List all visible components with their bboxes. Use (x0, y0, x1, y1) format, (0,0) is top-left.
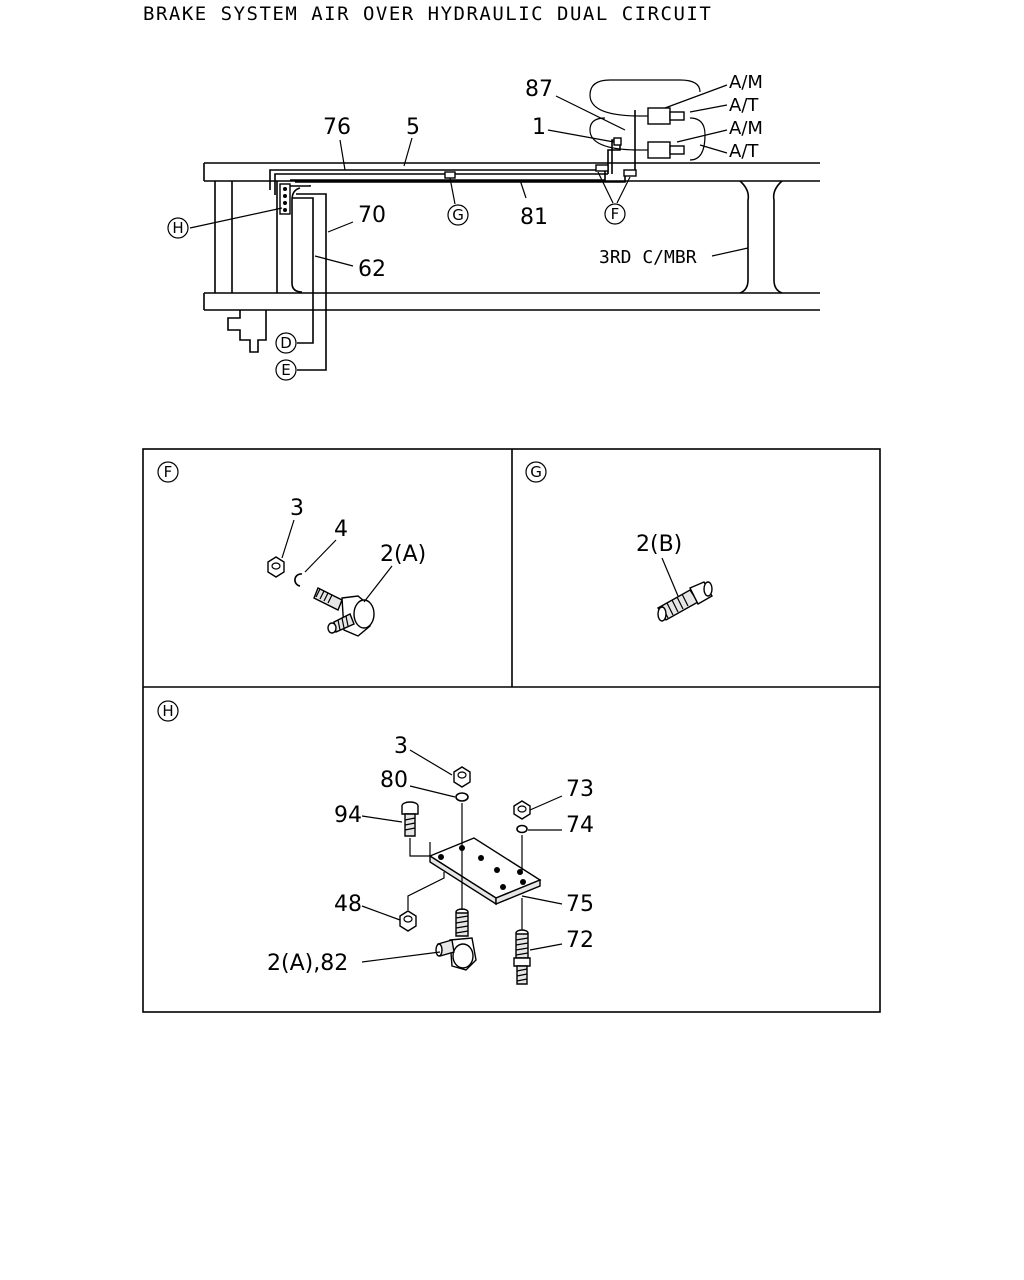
tee-fitting-icon (313, 587, 375, 637)
svg-text:D: D (280, 334, 292, 352)
panel-h-label-94: 94 (334, 803, 362, 828)
label-3rd-cross-member: 3RD C/MBR (599, 247, 697, 268)
tee-fitting-icon (435, 908, 477, 971)
panel-h-label-80: 80 (380, 768, 408, 793)
lock-washer-icon (294, 573, 303, 587)
diagram-title: BRAKE SYSTEM AIR OVER HYDRAULIC DUAL CIR… (143, 3, 713, 25)
nut-icon (453, 766, 471, 788)
panel-g-callout: G (525, 461, 547, 483)
callout-f[interactable]: F (604, 203, 626, 225)
panel-g-label-2b: 2(B) (636, 532, 682, 557)
callout-e[interactable]: E (275, 359, 297, 381)
label-am-1: A/M (729, 72, 763, 93)
relay-valves (547, 79, 728, 161)
svg-text:H: H (162, 702, 173, 720)
main-leader-lines (189, 137, 749, 267)
brake-pipes (269, 110, 637, 371)
lock-washer-icon (455, 792, 469, 802)
panel-g: G 2(B) (525, 461, 713, 622)
callout-g[interactable]: G (447, 204, 469, 226)
callout-h[interactable]: H (167, 217, 189, 239)
label-62: 62 (358, 257, 386, 282)
label-70: 70 (358, 203, 386, 228)
panel-f-callout: F (157, 461, 179, 483)
panel-h-label-2a-82: 2(A),82 (267, 951, 348, 976)
panel-f-label-4: 4 (334, 517, 348, 542)
main-callouts: H G F D E (167, 203, 626, 381)
union-fitting-icon (656, 581, 713, 622)
chassis-frame (203, 162, 820, 353)
label-5: 5 (406, 115, 420, 140)
svg-text:E: E (281, 361, 290, 379)
panel-h-callout: H (157, 700, 179, 722)
svg-text:H: H (172, 219, 183, 237)
label-81: 81 (520, 205, 548, 230)
panel-h-label-48: 48 (334, 892, 362, 917)
panel-h-label-75: 75 (566, 892, 594, 917)
svg-text:G: G (452, 206, 464, 224)
panel-f-label-2a: 2(A) (380, 542, 426, 567)
stud-icon (513, 898, 531, 985)
callout-d[interactable]: D (275, 332, 297, 354)
label-am-2: A/M (729, 118, 763, 139)
label-87: 87 (525, 77, 553, 102)
label-1: 1 (532, 115, 546, 140)
panel-h-label-74: 74 (566, 813, 594, 838)
nut-icon (267, 556, 285, 578)
bracket-plate-icon (428, 837, 542, 906)
main-part-numbers: 87 1 76 5 70 62 81 A/M A/T A/M A/T 3RD C… (323, 72, 763, 282)
nut-icon (399, 910, 417, 932)
panel-f: F 3 4 2(A) (157, 461, 426, 637)
label-at-1: A/T (729, 95, 759, 116)
bolt-icon (401, 801, 419, 837)
svg-text:F: F (611, 205, 620, 223)
nut-icon (513, 800, 531, 820)
panel-h: H (157, 700, 594, 985)
label-76: 76 (323, 115, 351, 140)
lock-washer-icon (516, 824, 528, 834)
panel-h-label-3: 3 (394, 734, 408, 759)
label-at-2: A/T (729, 141, 759, 162)
detail-panels-frame (142, 448, 881, 1013)
panel-h-label-72: 72 (566, 928, 594, 953)
panel-f-label-3: 3 (290, 496, 304, 521)
svg-text:F: F (164, 463, 173, 481)
panel-h-label-73: 73 (566, 777, 594, 802)
svg-text:G: G (530, 463, 542, 481)
